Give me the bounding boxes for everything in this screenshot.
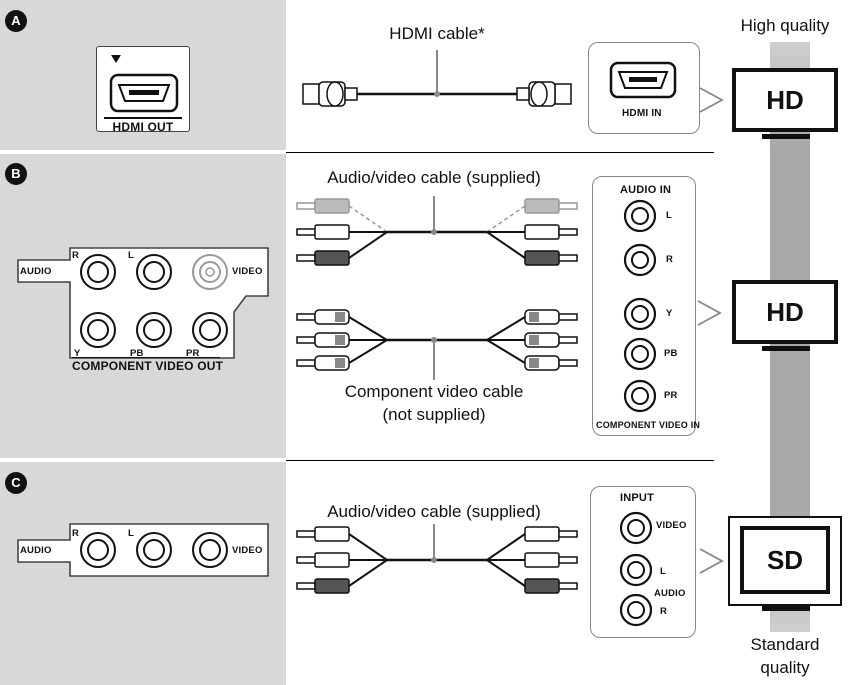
jack-audio-r [80,254,116,290]
jack-pr [192,312,228,348]
tv-b-jacks [623,199,657,413]
hdmi-cable [302,50,572,107]
jack-y [80,312,116,348]
tv-c-input-label: INPUT [620,492,654,504]
tv-c-audio-label: AUDIO [654,588,686,599]
player-b-y-label: Y [74,348,81,359]
tv-b-pr-label: PR [664,390,678,401]
hdmi-cable-label: HDMI cable* [389,24,485,43]
tv-b-r-label: R [666,254,674,265]
player-c-r-label: R [72,528,80,539]
player-c-l-label: L [128,528,135,539]
tv3-stand [762,606,810,611]
tv-c-video-label: VIDEO [656,520,687,531]
component-cable-label-2: (not supplied) [382,405,486,424]
av-cable-b [296,196,578,266]
tv-c-r-label: R [660,606,668,617]
player-b-l-label: L [128,250,135,261]
tv-b-y-label: Y [666,308,673,319]
player-b-audio-label: AUDIO [20,266,52,277]
arrow-c [699,548,724,574]
tv-b-audio-in-label: AUDIO IN [620,184,672,196]
tv-c-l-label: L [660,566,667,577]
high-quality-label: High quality [740,16,830,35]
standard-quality-label-2: quality [760,658,810,677]
tv-b-component-in-label: COMPONENT VIDEO IN [596,420,701,430]
component-cable-b [296,309,578,380]
tv2-stand [762,346,810,351]
av-cable-c [296,524,578,594]
jack-audio-l [136,254,172,290]
tv3-screen: SD [740,526,830,594]
av-cable-label-b: Audio/video cable (supplied) [327,168,541,187]
tv2-screen: HD [732,280,838,344]
player-b-r-label: R [72,250,80,261]
av-cable-label-c: Audio/video cable (supplied) [327,502,541,521]
arrow-b [697,300,722,326]
player-b-component-label: COMPONENT VIDEO OUT [72,357,224,373]
hdmi-port-icon [109,55,179,113]
player-c-video-label: VIDEO [232,545,263,556]
player-b-panel [17,247,269,359]
tv-b-l-label: L [666,210,673,221]
player-b-pr-label: PR [186,348,200,359]
player-b-pb-label: PB [130,348,144,359]
player-b-video-label: VIDEO [232,266,263,277]
standard-quality-label-1: Standard [750,635,820,654]
tv-b-pb-label: PB [664,348,678,359]
badge-c: C [5,472,27,494]
separator-bc [286,460,714,461]
tv-c-jacks [619,511,653,627]
component-cable-label-1: Component video cable [344,382,524,401]
jack-video [192,254,228,290]
jack-c-video [192,532,228,568]
tv1-stand [762,134,810,139]
hdmi-out-label: HDMI OUT [104,117,182,134]
hdmi-in-port-icon [609,61,677,99]
jack-c-audio-l [136,532,172,568]
jack-pb [136,312,172,348]
player-c-audio-label: AUDIO [20,545,52,556]
badge-a: A [5,10,27,32]
hdmi-in-label: HDMI IN [622,108,662,119]
arrow-a [699,87,724,113]
jack-c-audio-r [80,532,116,568]
separator-ab [286,152,714,153]
tv-hdmi-in-box [588,42,700,134]
badge-b: B [5,163,27,185]
tv1-screen: HD [732,68,838,132]
